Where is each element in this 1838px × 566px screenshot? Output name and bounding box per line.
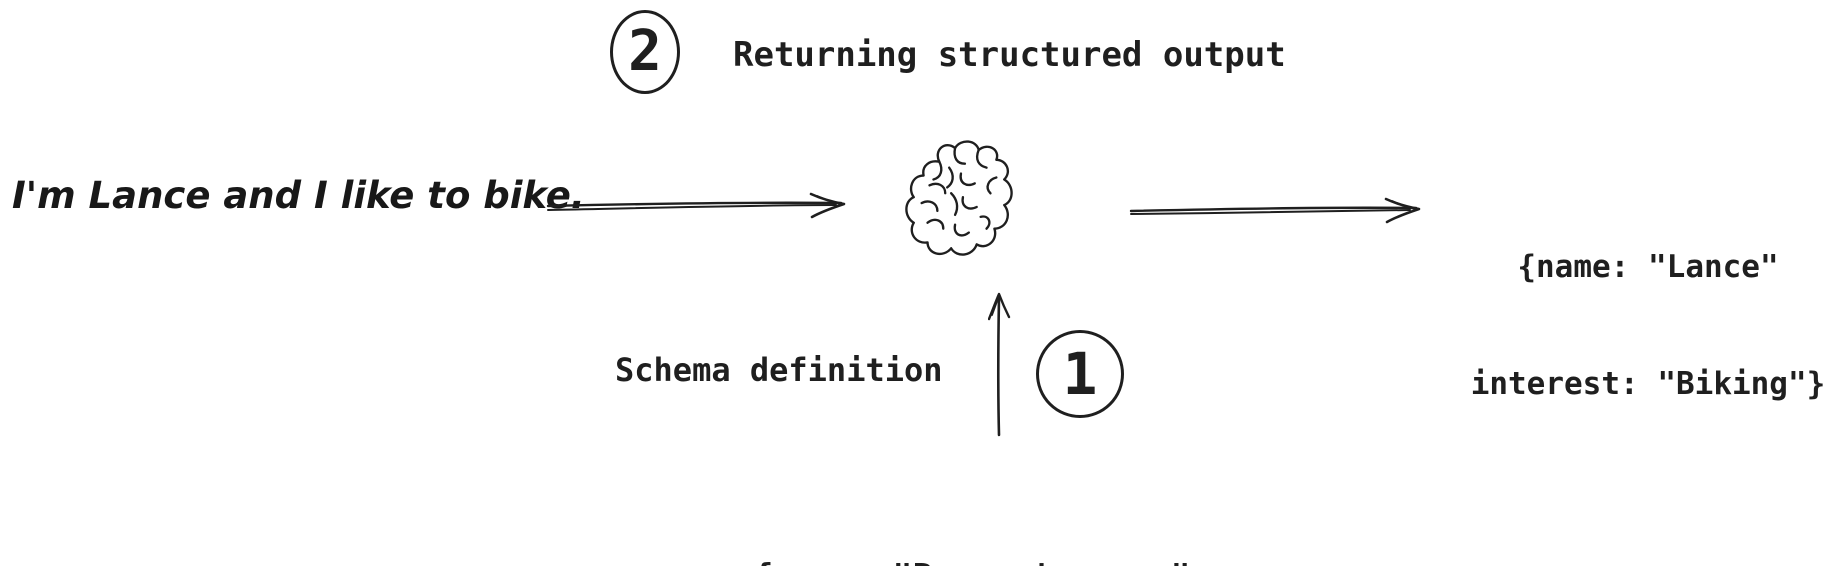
brain-icon [900,138,1018,276]
output-arrow-right-icon [1128,196,1425,224]
output-json-line2: interest: "Biking"} [1470,366,1826,402]
step1-number: 1 [1062,340,1098,408]
step2-badge: 2 [610,10,680,94]
input-message: I'm Lance and I like to bike. [12,174,585,217]
schema-json: {name: "Person's name" interest: "Person… [642,478,1302,566]
output-json: {name: "Lance" interest: "Biking"} [1448,170,1838,482]
output-json-line1: {name: "Lance" [1517,249,1779,285]
step1-badge: 1 [1036,330,1124,418]
input-arrow-right-icon [545,192,850,220]
schema-json-line1: {name: "Person's name" [642,556,1302,566]
step1-label: Schema definition [615,351,943,389]
step2-number: 2 [628,19,662,84]
schema-arrow-up-icon [988,291,1012,437]
step2-label: Returning structured output [733,35,1286,75]
